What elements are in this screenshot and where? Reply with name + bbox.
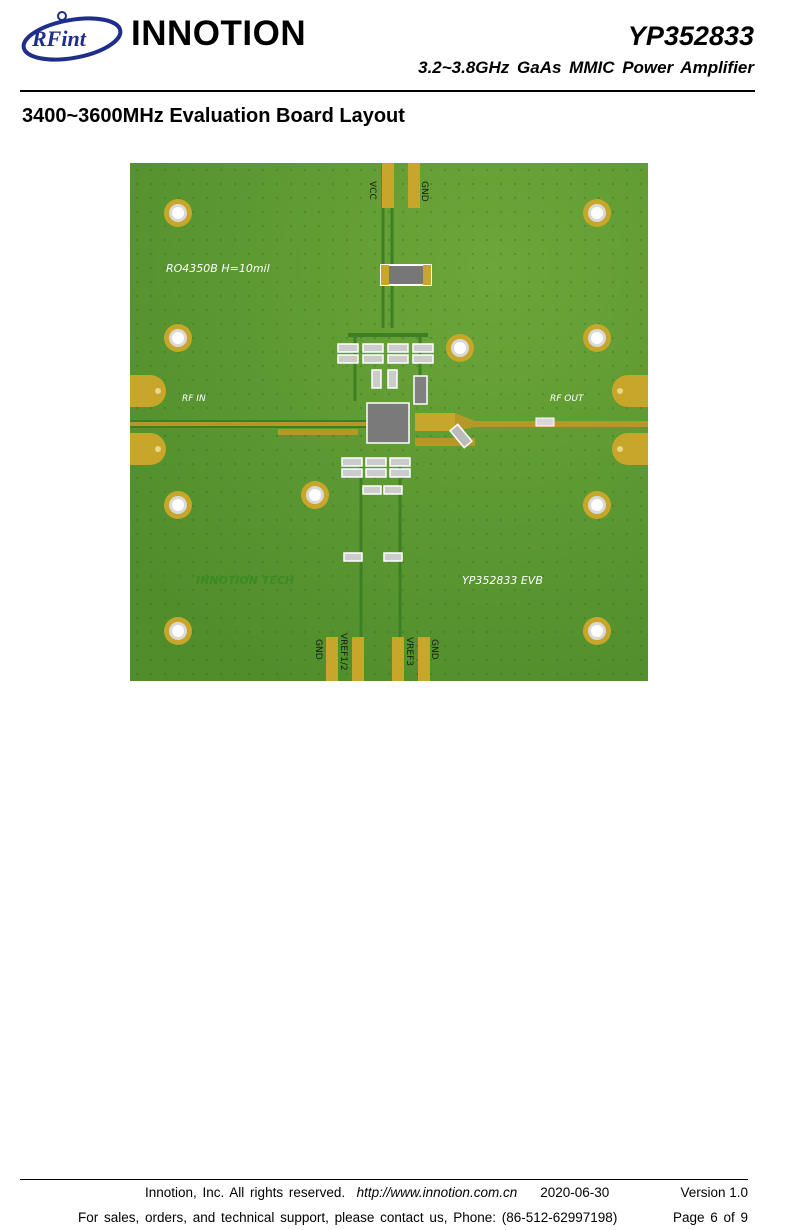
rf-connector-pads xyxy=(130,375,648,465)
vref3-label: VREF3 xyxy=(404,637,414,666)
gnd-bottom-left-label: GND xyxy=(313,639,323,660)
evb-label: YP352833 EVB xyxy=(462,574,543,587)
mounting-holes xyxy=(164,199,611,645)
gnd-bottom-right-label: GND xyxy=(429,639,439,660)
vcc-pad xyxy=(382,163,394,208)
evaluation-board-image: RO4350B H=10mil RF IN RF OUT INNOTION TE… xyxy=(130,163,648,681)
output-capacitor xyxy=(449,423,473,449)
footer-divider xyxy=(20,1179,748,1180)
company-logo: RFint xyxy=(20,10,124,68)
mmic-chip xyxy=(366,402,410,444)
decoupling-components-top xyxy=(337,343,434,405)
decoupling-components-bottom xyxy=(341,457,411,562)
logo-text: RFint xyxy=(31,26,87,51)
section-title: 3400~3600MHz Evaluation Board Layout xyxy=(22,105,405,127)
brand-name: INNOTION xyxy=(131,14,307,53)
contact-text: For sales, orders, and technical support… xyxy=(78,1210,618,1225)
rf-out-label: RF OUT xyxy=(550,394,585,404)
company-silkscreen: INNOTION TECH xyxy=(196,574,294,587)
gnd-top-label: GND xyxy=(419,181,429,202)
version-text: Version 1.0 xyxy=(680,1185,748,1200)
product-subtitle: 3.2~3.8GHz GaAs MMIC Power Amplifier xyxy=(418,58,754,77)
copyright-text: Innotion, Inc. All rights reserved. xyxy=(145,1185,346,1200)
footer-date: 2020-06-30 xyxy=(540,1185,610,1200)
page-number: Page 6 of 9 xyxy=(672,1210,748,1225)
header-divider xyxy=(20,90,755,92)
rf-traces xyxy=(130,413,648,446)
rf-in-label: RF IN xyxy=(182,394,206,404)
footer-copyright-line: Innotion, Inc. All rights reserved. http… xyxy=(145,1185,609,1200)
vref3-pad xyxy=(392,637,404,681)
part-number: YP352833 xyxy=(627,21,754,51)
gnd-top-pad xyxy=(408,163,420,208)
vref12-label: VREF1/2 xyxy=(338,633,348,671)
substrate-label: RO4350B H=10mil xyxy=(166,262,270,275)
vref12-pad xyxy=(352,637,364,681)
vcc-label: VCC xyxy=(367,181,377,200)
gnd-bottom-left-pad xyxy=(326,637,338,681)
gnd-bottom-right-pad xyxy=(418,637,430,681)
website-link[interactable]: http://www.innotion.com.cn xyxy=(356,1185,518,1200)
